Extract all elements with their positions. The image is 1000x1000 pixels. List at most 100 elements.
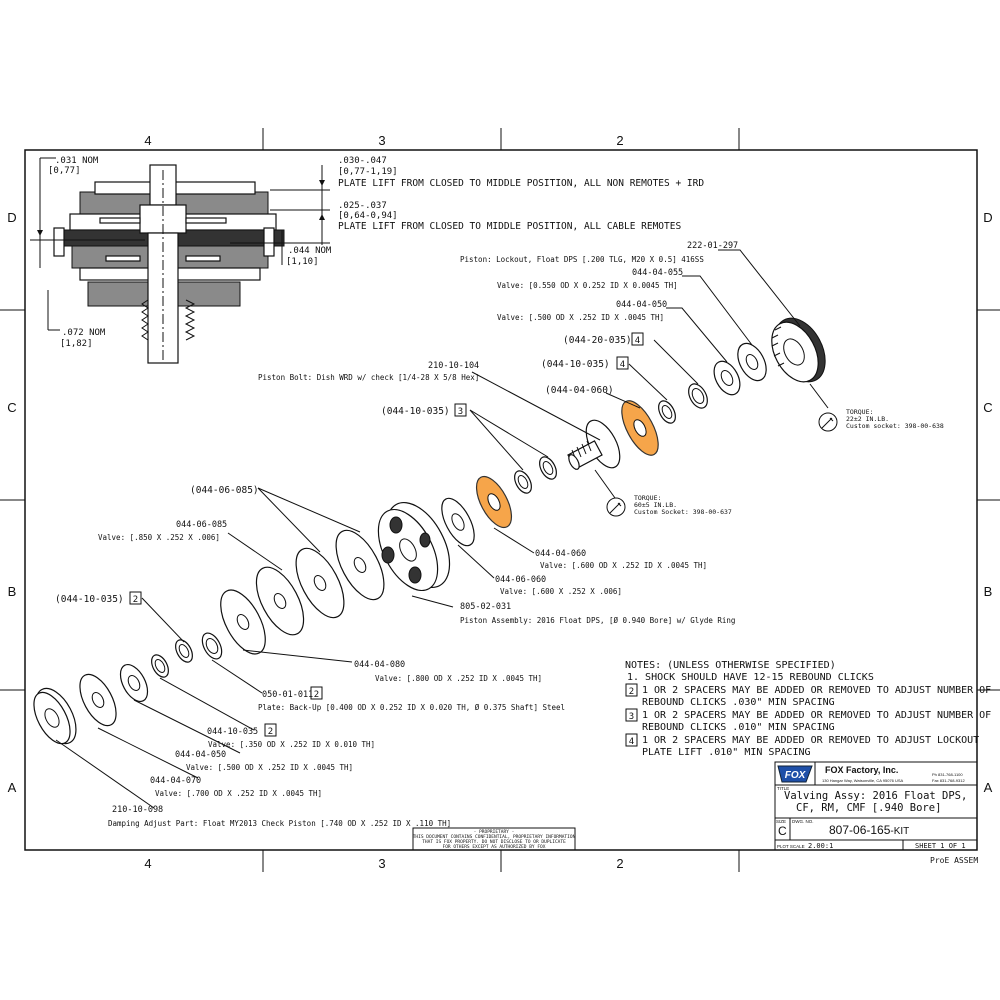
- callout-pn-044-04-050-bottom: 044-04-050: [175, 750, 226, 760]
- zone-col-4-top: 4: [144, 133, 151, 148]
- callout-desc-044-10-035: Valve: [.350 OD X .252 ID X 0.010 TH]: [208, 740, 375, 749]
- callout-pn-805-02-031: 805-02-031: [460, 602, 511, 612]
- callout-pn-044-04-055: 044-04-055: [632, 268, 683, 278]
- callout-pn-044-10-035-low: (044-10-035): [55, 594, 124, 605]
- note-1: 1. SHOCK SHOULD HAVE 12-15 REBOUND CLICK…: [627, 672, 874, 683]
- callout-pn-044-10-035-mid: (044-10-035): [381, 406, 450, 417]
- torque2-value: 60±5 IN.LB.: [634, 501, 677, 509]
- company-name: FOX Factory, Inc.: [825, 765, 898, 775]
- zone-col-3-bottom: 3: [378, 856, 385, 871]
- sheet-size: C: [778, 824, 787, 838]
- zone-labels: 4 3 2 4 3 2 D C B A D C B A: [7, 133, 992, 871]
- torque2-title: TORQUE:: [634, 494, 661, 502]
- callout-desc-044-04-050-top: Valve: [.500 OD X .252 ID X .0045 TH]: [497, 313, 664, 322]
- piston-bolt-part: [567, 419, 621, 470]
- plot-scale: 2.00:1: [808, 842, 833, 850]
- tag-2a: 2: [133, 595, 138, 605]
- dwg-no-label: DWG. NO.: [792, 819, 814, 824]
- title-block: FOX FOX Factory, Inc. 130 Hangar Way, Wa…: [774, 761, 978, 851]
- dim-025-037-mm: [0,64-0,94]: [338, 211, 398, 221]
- callout-desc-check-piston: Damping Adjust Part: Float MY2013 Check …: [108, 819, 451, 828]
- leader-lines: [55, 249, 829, 809]
- note-tag-box-4: [625, 733, 638, 747]
- title-label: TITLE: [777, 786, 789, 791]
- note-tag-2: 2: [629, 687, 634, 697]
- proprietary-line-4: FOR OTHERS EXCEPT AS AUTHORIZED BY FOX: [443, 844, 546, 850]
- torque1-socket: Custom socket: 398-00-638: [846, 422, 944, 430]
- dim-031-nom: .031 NOM: [55, 156, 99, 166]
- callout-pn-222-01-297: 222-01-297: [687, 241, 738, 251]
- note-tag-3: 3: [629, 712, 634, 722]
- dim-025-037: .025-.037: [338, 201, 387, 211]
- callout-pn-044-04-080: 044-04-080: [354, 660, 405, 670]
- callout-pn-050-01-011: 050-01-011: [262, 690, 313, 700]
- callout-pn-044-10-035-top: (044-10-035): [541, 359, 610, 370]
- torque1-value: 22±2 IN.LB.: [846, 415, 889, 423]
- callout-desc-piston-bolt: Piston Bolt: Dish WRD w/ check [1/4-28 X…: [258, 373, 479, 382]
- note-3-line-1: 1 OR 2 SPACERS MAY BE ADDED OR REMOVED T…: [642, 710, 991, 721]
- tag-2b: 2: [314, 690, 319, 700]
- callout-pn-044-06-085-paren: (044-06-085): [190, 485, 259, 496]
- callout-desc-044-06-060: Valve: [.600 X .252 X .006]: [500, 587, 622, 596]
- tag-box-3: [454, 403, 467, 417]
- note-2-line-1: 1 OR 2 SPACERS MAY BE ADDED OR REMOVED T…: [642, 685, 991, 696]
- dim-072-nom: .072 NOM: [62, 328, 106, 338]
- callouts: 222-01-297 Piston: Lockout, Float DPS [.…: [55, 241, 944, 828]
- drawing-number: 807-06-165-KIT: [829, 823, 909, 837]
- torque2-socket: Custom Socket: 398-00-637: [634, 508, 732, 516]
- footer-proe-assem: ProE ASSEM: [930, 856, 978, 865]
- piston-assembly-part: [377, 501, 451, 592]
- zone-col-2-bottom: 2: [616, 856, 623, 871]
- note-4-line-1: 1 OR 2 SPACERS MAY BE ADDED OR REMOVED T…: [642, 735, 979, 746]
- zone-row-d-left: D: [7, 210, 16, 225]
- torque-wrench-icon: [606, 497, 626, 517]
- zone-row-c-left: C: [7, 400, 16, 415]
- section-dimensions: .031 NOM [0,77] .030-.047 [0,77-1,19] PL…: [48, 156, 704, 349]
- tag-3: 3: [458, 407, 463, 417]
- tag-4a: 4: [635, 336, 640, 346]
- check-piston-part: [33, 687, 77, 745]
- proprietary-line-1: - PROPRIETARY -: [474, 829, 515, 835]
- fox-logo: FOX: [777, 765, 813, 783]
- zone-col-3-top: 3: [378, 133, 385, 148]
- tag-box-2a: [129, 591, 142, 605]
- callout-pn-044-04-060-top: (044-04-060): [545, 385, 614, 396]
- notes-block: NOTES: (UNLESS OTHERWISE SPECIFIED) 1. S…: [625, 660, 991, 758]
- note-3-line-2: REBOUND CLICKS .010" MIN SPACING: [642, 722, 835, 733]
- callout-pn-044-10-035: 044-10-035: [207, 727, 258, 737]
- zone-row-c-right: C: [983, 400, 992, 415]
- callout-desc-044-04-080: Valve: [.800 OD X .252 ID X .0045 TH]: [375, 674, 542, 683]
- plot-scale-label: PLOT SCALE: [777, 844, 805, 849]
- fox-logo-text: FOX: [785, 770, 807, 781]
- proprietary-line-2: THIS DOCUMENT CONTAINS CONFIDENTIAL, PRO…: [413, 834, 576, 840]
- dim-044-mm: [1,10]: [286, 257, 319, 267]
- callout-pn-210-10-098: 210-10-098: [112, 805, 163, 815]
- torque-wrench-icon: [818, 412, 838, 432]
- tag-box-2b: [310, 686, 323, 700]
- proprietary-notice: - PROPRIETARY - THIS DOCUMENT CONTAINS C…: [412, 827, 576, 851]
- callout-pn-044-06-060: 044-06-060: [495, 575, 546, 585]
- callout-pn-044-06-085: 044-06-085: [176, 520, 227, 530]
- callout-pn-044-04-050-top: 044-04-050: [616, 300, 667, 310]
- note-4-line-2: PLATE LIFT .010" MIN SPACING: [642, 747, 811, 758]
- exploded-parts: [33, 317, 826, 745]
- tag-2c: 2: [268, 727, 273, 737]
- sheet-number: SHEET 1 OF 1: [915, 842, 966, 850]
- torque1-title: TORQUE:: [846, 408, 873, 416]
- zone-row-b-left: B: [8, 584, 17, 599]
- callout-desc-044-06-085: Valve: [.850 X .252 X .006]: [98, 533, 220, 542]
- company-phone: Ph 831-768-1100: [932, 772, 963, 777]
- callout-pn-044-20-035: (044-20-035): [563, 335, 632, 346]
- note-tag-box-2: [625, 683, 638, 697]
- company-fax: Fax 831-768-9312: [932, 778, 965, 783]
- dim-044-nom: .044 NOM: [288, 246, 332, 256]
- zone-row-a-right: A: [984, 780, 993, 795]
- tag-box-2c: [264, 723, 277, 737]
- zone-row-a-left: A: [8, 780, 17, 795]
- callout-desc-050-01-011: Plate: Back-Up [0.400 OD X 0.252 ID X 0.…: [258, 703, 565, 712]
- callout-pn-210-10-104: 210-10-104: [428, 361, 479, 371]
- dim-030-047: .030-.047: [338, 156, 387, 166]
- dim-031-mm: [0,77]: [48, 166, 81, 176]
- zone-row-d-right: D: [983, 210, 992, 225]
